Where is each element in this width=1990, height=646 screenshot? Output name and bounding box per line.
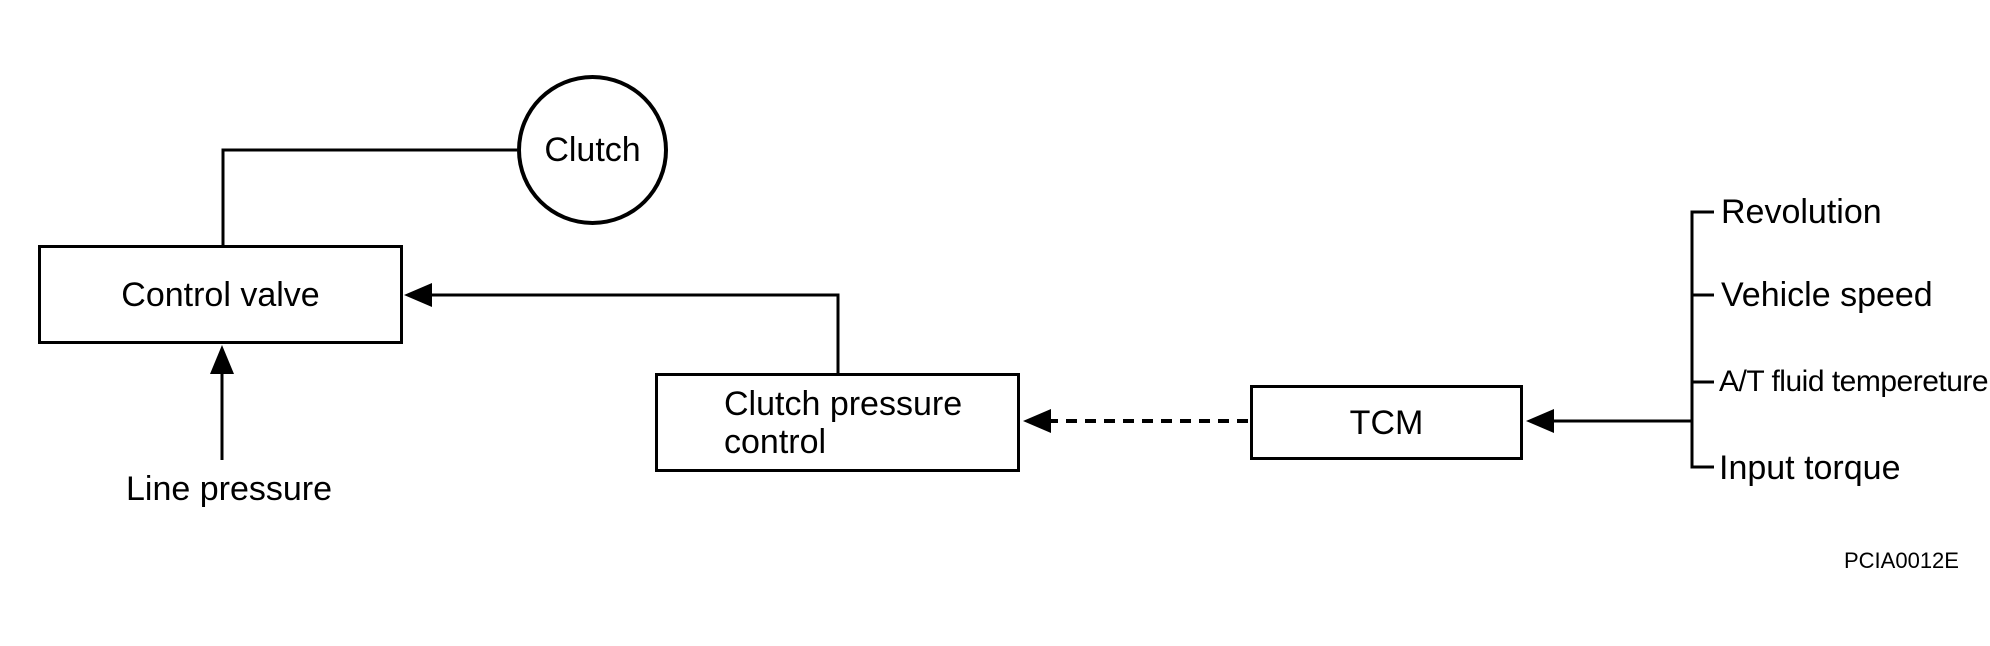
sensor-label-at-fluid-temperature: A/T fluid tempereture xyxy=(1719,365,1989,398)
control-valve-node-label: Control valve xyxy=(121,275,320,314)
tcm-to-pressure-control-dashed-arrow xyxy=(1023,409,1248,433)
clutch-pressure-control-node: Clutch pressure control xyxy=(655,373,1020,472)
clutch-to-control-valve-line xyxy=(221,148,517,245)
left-arrowhead xyxy=(1526,409,1554,433)
line-pressure-label: Line pressure xyxy=(126,470,333,508)
left-arrowhead xyxy=(404,283,432,307)
tcm-node-label: TCM xyxy=(1349,403,1424,442)
sensor-label-vehicle-speed: Vehicle speed xyxy=(1721,276,1933,314)
clutch-pressure-control-node-label: Clutch pressure control xyxy=(724,384,963,461)
control-valve-node: Control valve xyxy=(38,245,403,344)
line-pressure-arrow xyxy=(210,345,234,460)
figure-code: PCIA0012E xyxy=(1844,548,1959,573)
tcm-node: TCM xyxy=(1250,385,1523,460)
pressure-control-to-control-valve-arrow xyxy=(404,283,840,373)
sensors-to-tcm-arrow xyxy=(1526,409,1692,433)
clutch-node-label: Clutch xyxy=(544,131,641,169)
sensor-bracket xyxy=(1690,210,1714,469)
left-arrowhead xyxy=(1023,409,1051,433)
up-arrowhead xyxy=(210,345,234,374)
sensor-label-revolution: Revolution xyxy=(1721,193,1882,231)
clutch-node: Clutch xyxy=(517,75,668,225)
sensor-label-input-torque: Input torque xyxy=(1719,449,1901,487)
